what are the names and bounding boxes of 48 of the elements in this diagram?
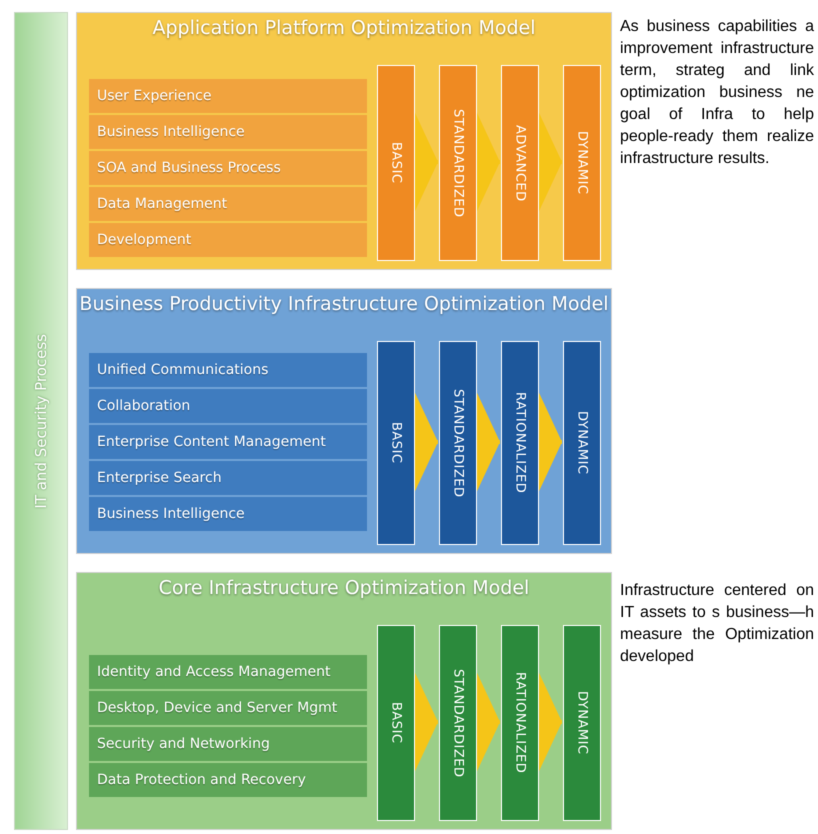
capability-row: Security and Networking <box>89 727 367 761</box>
paragraph-text: Infrastructure centered on IT assets to s business—h measure the Optimization developed <box>620 581 814 667</box>
maturity-level <box>439 65 477 261</box>
model-band <box>76 12 612 270</box>
capability-row: User Experience <box>89 79 367 113</box>
capability-row: Data Protection and Recovery <box>89 763 367 797</box>
maturity-level <box>501 625 539 821</box>
paragraph-text: As business capabilities a improvement infrastructure term, strateg and link optimization business ne goal of Infra to help people-ready them realize infrastructure results. <box>620 17 814 169</box>
level-label: ADVANCED <box>512 124 528 202</box>
capability-row: Unified Communications <box>89 353 367 387</box>
maturity-level <box>377 65 415 261</box>
band-title: Core Infrastructure Optimization Model <box>158 577 530 599</box>
band-title: Application Platform Optimization Model <box>152 17 536 39</box>
capability-row: Desktop, Device and Server Mgmt <box>89 691 367 725</box>
maturity-level <box>377 625 415 821</box>
level-label: STANDARDIZED <box>450 388 466 498</box>
model-band <box>76 288 612 554</box>
level-label: RATIONALIZED <box>512 392 528 494</box>
capability-row: Business Intelligence <box>89 115 367 149</box>
capability-row: Development <box>89 223 367 257</box>
capability-row: Data Management <box>89 187 367 221</box>
maturity-level <box>563 341 601 545</box>
level-label: DYNAMIC <box>574 411 590 475</box>
maturity-level <box>377 341 415 545</box>
capability-row: Identity and Access Management <box>89 655 367 689</box>
maturity-level <box>563 65 601 261</box>
maturity-level <box>439 341 477 545</box>
capability-row: Collaboration <box>89 389 367 423</box>
level-label: DYNAMIC <box>574 131 590 195</box>
level-label: DYNAMIC <box>574 691 590 755</box>
process-label: IT and Security Process <box>32 334 50 508</box>
maturity-level <box>501 65 539 261</box>
capability-row: Enterprise Content Management <box>89 425 367 459</box>
level-label: BASIC <box>388 702 404 744</box>
level-label: BASIC <box>388 142 404 184</box>
capability-row: Business Intelligence <box>89 497 367 531</box>
capability-row: Enterprise Search <box>89 461 367 495</box>
level-label: BASIC <box>388 422 404 464</box>
level-label: STANDARDIZED <box>450 668 466 778</box>
maturity-level <box>439 625 477 821</box>
maturity-level <box>501 341 539 545</box>
band-title: Business Productivity Infrastructure Optimization Model <box>78 293 610 315</box>
level-label: STANDARDIZED <box>450 108 466 218</box>
process-bar <box>14 12 68 830</box>
maturity-level <box>563 625 601 821</box>
model-band <box>76 572 612 830</box>
capability-row: SOA and Business Process <box>89 151 367 185</box>
level-label: RATIONALIZED <box>512 672 528 774</box>
